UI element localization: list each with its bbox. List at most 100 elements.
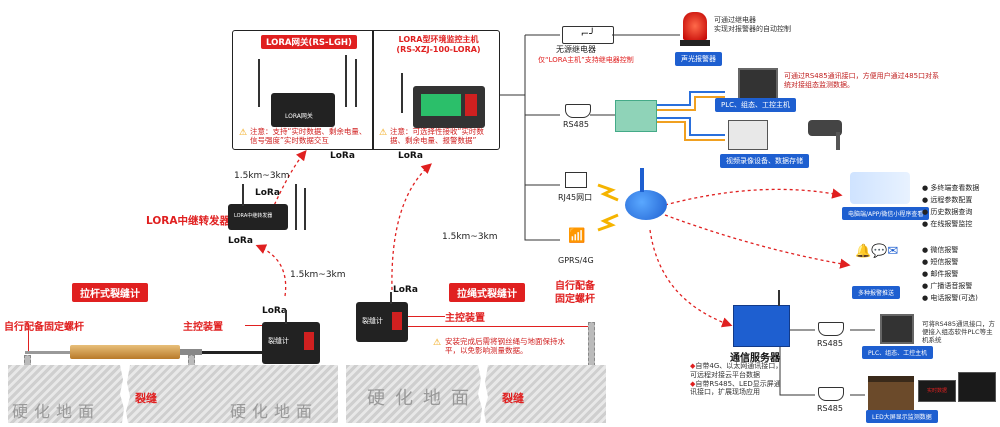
relay-note: 仅“LORA主机”支持继电器控制: [538, 56, 634, 64]
rj45-icon: [565, 172, 587, 188]
right-screw-label: 自行配备 固定螺杆: [555, 281, 595, 306]
cloud-to-pc-link: [664, 188, 843, 206]
left-controller-leader: [245, 325, 263, 326]
lora-link-right-to-host: [391, 163, 432, 291]
gateway-warning-icon: ⚠: [239, 128, 248, 138]
cloud-features: ● 多终端查看数据 ● 远程参数配置 ● 历史数据查询 ● 在线报警监控: [922, 183, 979, 231]
host-antenna: [401, 73, 403, 113]
host-bus-line: [498, 94, 560, 241]
cloud-icon: [625, 190, 667, 220]
lora-tag-host: LoRa: [398, 151, 423, 161]
plc-note-line2: 统对接组态监测数据。: [784, 80, 854, 89]
passive-relay-icon: ⌐╯: [562, 26, 614, 44]
left-screw-leader: [28, 331, 29, 351]
host-screen: [421, 94, 461, 116]
server-label: 通信服务器: [730, 353, 780, 364]
right-controller-device: 裂缝计: [356, 302, 408, 342]
left-meter-banner: 拉杆式裂缝计: [72, 283, 148, 302]
left-controller-device: 裂缝计: [262, 322, 320, 364]
relay-antenna-2: [295, 184, 297, 230]
converter-to-plc: [655, 91, 725, 106]
alarm-feature-5: ● 电话报警(可选): [922, 293, 978, 302]
panel-divider: [372, 31, 374, 149]
users-illustration: [850, 172, 910, 204]
gateway-title: LORA网关(RS-LGH): [261, 35, 357, 49]
relay-device: LORA中继转发器: [228, 204, 288, 230]
gateway-device: LORA网关: [271, 93, 335, 127]
left-cable: [202, 351, 262, 354]
host-title-line1: LORA型环境监控主机: [398, 35, 479, 44]
server-antenna: [778, 290, 780, 306]
cloud-to-alarm-link: [664, 214, 851, 269]
left-ground: [8, 365, 338, 423]
camera-icon: [808, 120, 842, 136]
relay-device-text: LORA中继转发器: [234, 213, 273, 219]
server-notes: ◆自带4G、以太网通讯接口，可远程对接云平台数据 ◆自带RS485、LED显示屏…: [690, 362, 785, 397]
converter-device: [615, 100, 657, 132]
distance-label-3: 1.5km~3km: [442, 232, 498, 242]
gateway-warning: 注意：支持“实时数据、剩余电量、信号强度”实时数据交互: [250, 127, 367, 146]
gprs-tower-icon: 📶: [568, 228, 586, 244]
alarm-note-line2: 实现对报警器的自动控制: [714, 24, 791, 33]
led-screen-text: 实时数据: [926, 388, 947, 394]
left-rod-body: [70, 345, 180, 359]
server-to-rs485-b: [779, 345, 815, 396]
left-ground-text-1: 硬化地面: [12, 402, 101, 421]
lora-link-relay-to-gateway: [271, 150, 307, 211]
alarm-push-icons: 🔔💬✉: [855, 244, 899, 259]
server-note-1: ◆自带4G、以太网通讯接口，可远程对接云平台数据: [690, 362, 783, 379]
alarm-features: ● 微信报警 ● 短信报警 ● 邮件报警 ● 广播语音报警 ● 电话报警(可选): [922, 245, 978, 304]
host-title-line2: (RS-XZJ-100-LORA): [396, 44, 481, 54]
left-crack-label: 裂缝: [135, 392, 157, 405]
lora-tag-relay-top: LoRa: [255, 188, 280, 198]
host-warning-icon: ⚠: [379, 128, 388, 138]
converter-to-recorder: [655, 117, 725, 136]
alarm-tag: 声光报警器: [675, 52, 722, 66]
plc-tag: PLC、组态、工控主机: [715, 98, 797, 112]
server-rs485-a-icon: [818, 322, 844, 336]
distance-label-1: 1.5km~3km: [234, 171, 290, 181]
right-screw-line2: 固定螺杆: [555, 293, 595, 305]
plc2-tag: PLC、组态、工控主机: [862, 346, 934, 359]
alarm-feature-3: ● 邮件报警: [922, 269, 959, 278]
plc-note: 可通过RS485通讯接口，方便用户通过485口对系 统对接组态监测数据。: [784, 72, 939, 90]
converter-to-recorder-2: [655, 121, 725, 141]
left-meter-antenna: [285, 310, 287, 324]
lora-tag-right-meter: LoRa: [393, 285, 418, 295]
cloud-feature-3: ● 历史数据查询: [922, 207, 973, 216]
left-crack: [120, 365, 130, 423]
plc2-note: 可将RS485通讯接口，方便接入组态软件PLC等主机系统: [922, 320, 996, 345]
relay-label: LORA中继转发器: [146, 215, 230, 227]
led-board-2: [958, 372, 996, 402]
lora-tag-relay-bottom: LoRa: [228, 236, 253, 246]
right-screw-line1: 自行配备: [555, 281, 595, 292]
server-note-2: ◆自带RS485、LED显示屏通讯接口，扩展现场应用: [690, 379, 781, 397]
lora-tag-gateway: LoRa: [330, 151, 355, 161]
alarm-light-icon: [683, 12, 707, 40]
relay-antenna-1: [242, 184, 244, 206]
left-screw-label: 自行配备固定螺杆: [4, 322, 84, 333]
server-device: [733, 305, 790, 347]
right-meter-antenna: [390, 292, 392, 304]
host-title: LORA型环境监控主机 (RS-XZJ-100-LORA): [381, 35, 496, 54]
left-controller-label: 主控装置: [183, 322, 223, 333]
right-ground: [346, 365, 606, 423]
left-rod-thin: [25, 351, 70, 354]
gateway-antenna-3: [355, 59, 357, 107]
right-crack: [478, 365, 488, 423]
converter-to-plc-2: [655, 96, 725, 111]
right-device-text: 裂缝计: [362, 317, 383, 325]
cloud-feature-4: ● 在线报警监控: [922, 219, 973, 228]
alarm-light-base: [680, 40, 710, 46]
host-red-strip: [465, 94, 477, 116]
gateway-device-label: LORA网关: [285, 113, 313, 120]
right-device-red-mark: [392, 312, 402, 330]
relay-antenna-3: [304, 188, 306, 230]
alarm-push-tag: 多种报警推送: [852, 286, 901, 299]
pavilion-screen-icon: [868, 376, 914, 410]
gateway-antenna-1: [258, 59, 260, 107]
right-controller-label: 主控装置: [445, 313, 485, 324]
server-rs485-b-icon: [818, 387, 844, 401]
server-rs485-b-label: RS485: [817, 404, 843, 413]
